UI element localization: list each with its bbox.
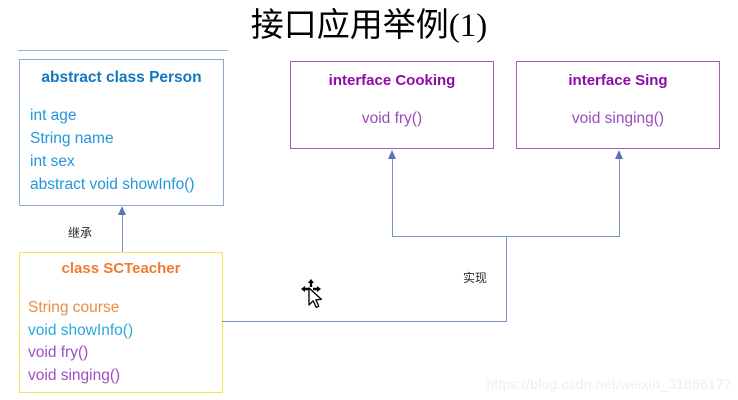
realization-connector-line-left (392, 158, 393, 236)
interface-box-sing[interactable]: interface Sing void singing() (516, 61, 720, 149)
member-row: void singing() (28, 366, 121, 384)
class-box-scteacher[interactable]: class SCTeacher String course void showI… (19, 252, 223, 393)
member-row: void singing() (571, 110, 665, 127)
class-box-person-title: abstract class Person (41, 69, 202, 86)
realization-arrowhead-cooking-icon (388, 150, 396, 159)
member-row: String course (28, 299, 120, 316)
edge-label-inheritance: 继承 (68, 226, 93, 240)
realization-arrowhead-sing-icon (615, 150, 623, 159)
mouse-cursor-icon (298, 278, 328, 310)
edge-label-realization: 实现 (463, 271, 488, 285)
watermark-text: https://blog.csdn.net/weixin_31866177 (486, 376, 732, 392)
member-row: abstract void showInfo() (30, 176, 195, 193)
interface-box-sing-members: void singing() (517, 108, 719, 130)
realization-connector-drop (506, 236, 507, 321)
member-row: String name (30, 130, 114, 147)
class-box-scteacher-members: String course void showInfo() void fry()… (20, 297, 222, 387)
class-box-person[interactable]: abstract class Person int age String nam… (19, 59, 224, 206)
interface-box-sing-title: interface Sing (568, 72, 668, 89)
title-underline-rule (18, 50, 228, 51)
member-row: void fry() (361, 110, 423, 127)
interface-box-cooking[interactable]: interface Cooking void fry() (290, 61, 494, 149)
realization-connector-to-scteacher (222, 321, 507, 322)
page-title: 接口应用举例(1) (250, 8, 488, 44)
class-box-scteacher-title: class SCTeacher (61, 260, 181, 277)
interface-box-cooking-title: interface Cooking (328, 72, 456, 89)
member-row: void fry() (28, 344, 89, 361)
class-box-person-members: int age String name int sex abstract voi… (20, 104, 223, 196)
realization-connector-line-right (619, 158, 620, 236)
inheritance-connector-line (122, 214, 123, 252)
interface-box-cooking-members: void fry() (291, 108, 493, 130)
inheritance-arrowhead-icon (118, 206, 126, 215)
member-row: int sex (30, 153, 75, 170)
member-row: void showInfo() (28, 321, 134, 339)
member-row: int age (30, 107, 77, 124)
